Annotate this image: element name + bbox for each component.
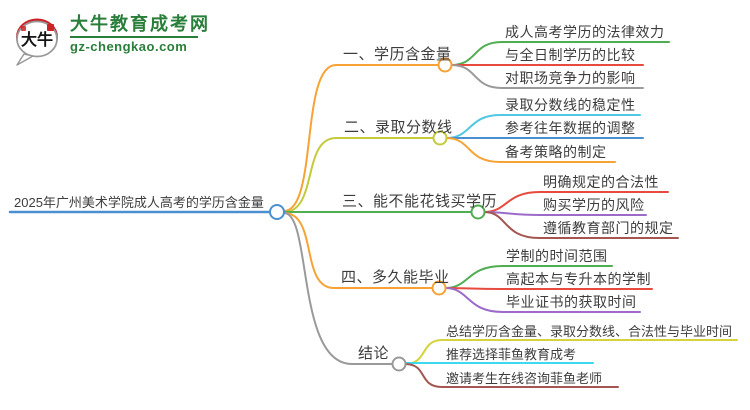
connector-branch-1	[283, 64, 439, 212]
branch-1-label: 一、学历含金量	[343, 46, 452, 63]
branch-1-leaf-2-label: 与全日制学历的比较	[505, 47, 636, 63]
seal-icon	[47, 24, 54, 31]
branch-2-leaf-1-label: 录取分数线的稳定性	[505, 97, 636, 113]
branch-4-label: 四、多久能毕业	[341, 269, 450, 286]
branch-1-leaf-3-label: 对职场竞争力的影响	[505, 70, 636, 86]
branch-4-leaf-3-label: 毕业证书的获取时间	[506, 294, 637, 310]
connector-branch-5	[283, 212, 393, 365]
logo-icon-text: 大牛	[21, 30, 53, 49]
branch-4-leaf-2-label: 高起本与专升本的学制	[506, 271, 651, 287]
branch-4-leaf-1-label: 学制的时间范围	[506, 248, 608, 264]
connector-branch-2-leaf-3	[445, 137, 616, 163]
connector-branch-2	[283, 137, 434, 213]
root-node-label: 2025年广州美术学院成人高考的学历含金量	[14, 195, 264, 210]
site-name: 大牛教育成考网	[70, 14, 210, 34]
node-circle-branch-2	[432, 130, 448, 146]
bubble-tail	[16, 53, 34, 66]
branch-5-label: 结论	[358, 345, 390, 362]
branch-1-leaf-1-label: 成人高考学历的法律效力	[505, 24, 665, 40]
branch-3-leaf-2-label: 购买学历的风险	[543, 197, 645, 213]
connector-branch-4-leaf-3	[444, 287, 641, 313]
site-url: gz-chengkao.com	[70, 39, 188, 54]
branch-5-leaf-3-label: 邀请考生在线咨询菲鱼老师	[446, 371, 603, 386]
node-circle-branch-4	[431, 280, 447, 296]
site-logo: 大牛 大牛教育成考网 gz-chengkao.com	[14, 13, 210, 67]
branch-3-leaf-1-label: 明确规定的合法性	[543, 174, 659, 190]
branch-2-leaf-3-label: 备考策略的制定	[505, 144, 607, 160]
branch-3-leaf-3-label: 遵循教育部门的规定	[543, 220, 674, 236]
branch-5-leaf-1-label: 总结学历含金量、录取分数线、合法性与毕业时间	[446, 324, 733, 339]
bubble-body	[16, 20, 58, 58]
connector-branch-5-leaf-3	[404, 363, 619, 388]
daniu-bubble-icon: 大牛	[16, 18, 58, 66]
branch-3-label: 三、能不能花钱买学历	[342, 193, 498, 210]
branch-2-leaf-2-label: 参考往年数据的调整	[505, 120, 636, 136]
branch-2-label: 二、录取分数线	[344, 119, 453, 136]
seal-icon-small	[21, 26, 26, 31]
node-circle-root	[269, 204, 285, 220]
branch-5-leaf-2-label: 推荐选择菲鱼教育成考	[446, 347, 577, 362]
node-circle-branch-3	[470, 204, 486, 220]
connector-branch-1-leaf-3	[450, 64, 644, 89]
connector-branch-3-leaf-3	[483, 211, 679, 239]
node-circle-branch-5	[391, 356, 407, 372]
connector-branch-4	[283, 212, 433, 289]
node-circle-branch-1	[437, 57, 453, 73]
logo-divider	[70, 36, 198, 38]
